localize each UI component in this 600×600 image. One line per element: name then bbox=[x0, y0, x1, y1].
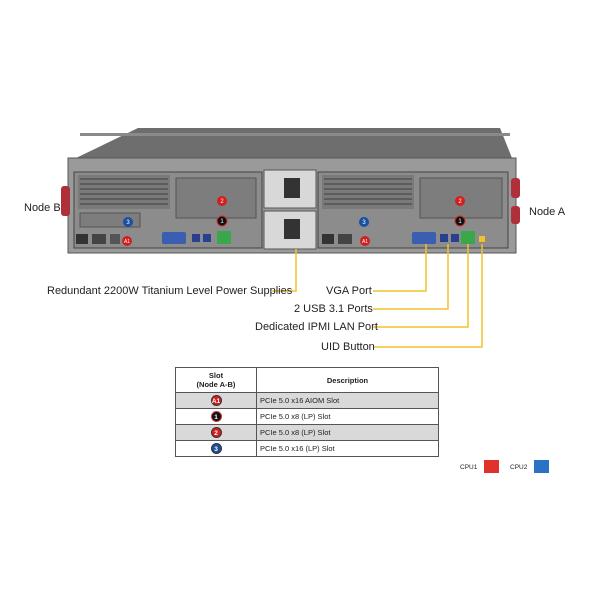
table-row: 2 PCIe 5.0 x8 (LP) Slot bbox=[175, 424, 439, 441]
usb-port-node-a-1 bbox=[440, 234, 448, 242]
slot-header-text: Slot bbox=[208, 371, 224, 380]
left-handle bbox=[61, 186, 70, 216]
svg-text:3: 3 bbox=[362, 220, 366, 226]
ipmi-lan-label: Dedicated IPMI LAN Port bbox=[255, 321, 378, 333]
ipmi-port-node-b bbox=[217, 231, 231, 244]
right-handle-bottom bbox=[511, 206, 520, 224]
vga-port-label: VGA Port bbox=[326, 285, 372, 297]
table-row: 3 PCIe 5.0 x16 (LP) Slot bbox=[175, 440, 439, 457]
slot-badge-a1: A1 bbox=[210, 395, 222, 406]
svg-text:A1: A1 bbox=[362, 239, 368, 245]
vga-port-node-a bbox=[412, 232, 436, 244]
slot-3-badge-node-a bbox=[359, 217, 369, 227]
svg-text:2: 2 bbox=[458, 199, 462, 205]
slot-3-badge-node-b bbox=[123, 217, 133, 227]
description-column-header: Description bbox=[256, 367, 439, 393]
svg-text:2: 2 bbox=[220, 199, 224, 205]
slot-description: PCIe 5.0 x16 (LP) Slot bbox=[256, 440, 439, 457]
slot-2-badge-node-a bbox=[455, 196, 465, 206]
cpu1-legend-label: CPU1 bbox=[460, 464, 478, 471]
node-a-label: Node A bbox=[529, 206, 566, 218]
slot-1-badge-node-a bbox=[454, 215, 466, 227]
slot-description: PCIe 5.0 x8 (LP) Slot bbox=[256, 424, 439, 441]
node-b-label: Node B bbox=[24, 202, 61, 214]
uid-button-label: UID Button bbox=[321, 341, 375, 353]
slot-header-subtext: (Node A-B) bbox=[196, 380, 236, 389]
slot-column-header: Slot (Node A-B) bbox=[175, 367, 257, 393]
callout-lines bbox=[272, 244, 483, 348]
slot-description: PCIe 5.0 x16 AIOM Slot bbox=[256, 392, 439, 409]
svg-text:3: 3 bbox=[126, 220, 130, 226]
chassis-top bbox=[76, 128, 512, 158]
power-supplies bbox=[263, 169, 317, 250]
power-supplies-label: Redundant 2200W Titanium Level Power Sup… bbox=[47, 285, 293, 297]
node-b-module: 3 2 1 A1 bbox=[73, 171, 263, 249]
usb-ports-label: 2 USB 3.1 Ports bbox=[294, 303, 373, 315]
svg-text:A1: A1 bbox=[124, 239, 130, 245]
table-row: A1 PCIe 5.0 x16 AIOM Slot bbox=[175, 392, 439, 409]
svg-text:1: 1 bbox=[220, 219, 224, 225]
usb-port-node-a-2 bbox=[451, 234, 459, 242]
slot-badge-3: 3 bbox=[210, 443, 222, 454]
node-a-module: 3 2 1 A1 bbox=[317, 171, 509, 249]
ipmi-port-node-a bbox=[461, 231, 475, 244]
slot-badge-2: 2 bbox=[210, 427, 222, 438]
cpu2-legend-label: CPU2 bbox=[510, 464, 528, 471]
cpu1-legend-swatch bbox=[484, 460, 499, 473]
slot-a1-badge-node-b bbox=[122, 236, 132, 246]
cpu2-legend-swatch bbox=[534, 460, 549, 473]
right-handle-top bbox=[511, 178, 520, 198]
svg-text:1: 1 bbox=[458, 219, 462, 225]
slot-description-table: Slot (Node A-B) Description A1 PCIe 5.0 … bbox=[175, 367, 439, 457]
vga-port-node-b bbox=[162, 232, 186, 244]
slot-a1-badge-node-a bbox=[360, 236, 370, 246]
slot-badge-1: 1 bbox=[210, 411, 222, 422]
slot-description: PCIe 5.0 x8 (LP) Slot bbox=[256, 408, 439, 425]
table-row: 1 PCIe 5.0 x8 (LP) Slot bbox=[175, 408, 439, 425]
uid-button-node-a bbox=[479, 236, 485, 242]
slot-2-badge-node-b bbox=[217, 196, 227, 206]
slot-1-badge-node-b bbox=[216, 215, 228, 227]
